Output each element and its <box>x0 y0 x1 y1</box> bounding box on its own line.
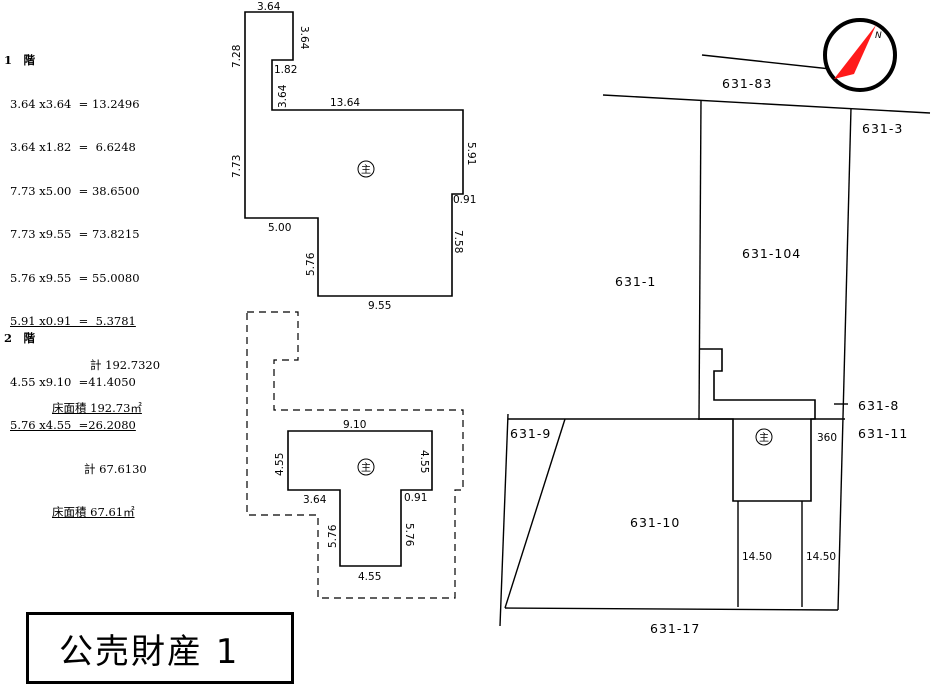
property-title-text: 公売財産 1 <box>59 631 240 672</box>
lot-631-104-left <box>698 99 702 421</box>
p1-dim-top: 3.64 <box>257 1 281 13</box>
site-dim-left-width: 14.50 <box>742 551 772 563</box>
p1-dim-right-lower: 7.58 <box>452 230 464 253</box>
lot-631-17: 631-17 <box>650 621 700 636</box>
p1-dim-bottom: 9.55 <box>368 300 391 312</box>
p1-dim-inner-lower: 5.76 <box>305 252 317 276</box>
floor2-area: 床面積 67.61㎡ <box>52 505 135 519</box>
floor1-line-4: 7.73 x9.55 = 73.8215 <box>10 227 140 241</box>
site-dim-setback: 360 <box>817 432 837 444</box>
floor1-area: 床面積 192.73㎡ <box>52 401 142 415</box>
p1-dim-left-upper: 7.28 <box>231 45 243 68</box>
p1-dim-bottom-step: 5.00 <box>268 222 291 234</box>
p2-dim-right: 4.55 <box>418 450 430 473</box>
site-main-symbol-circle <box>755 428 773 446</box>
p1-main-symbol: 主 <box>361 164 371 176</box>
floor2-ghost-outline <box>246 311 464 599</box>
floor2-calculation: 2 階 4.55 x9.10 =41.4050 5.76 x4.55 =26.2… <box>4 302 147 534</box>
site-line-631-83-lower <box>602 94 931 114</box>
p1-dim-inner-step: 3.64 <box>277 84 289 108</box>
floor2-line-2: 5.76 x4.55 =26.2080 <box>10 418 136 432</box>
site-dim-right-width: 14.50 <box>806 551 836 563</box>
floor1-total: 計 192.7320 <box>90 357 161 372</box>
lot-631-104: 631-104 <box>742 246 801 261</box>
compass-arrow <box>834 25 876 79</box>
floor2-line-1: 4.55 x9.10 =41.4050 <box>10 374 136 389</box>
floor1-outline <box>244 11 464 297</box>
floor1-line-1: 3.64 x3.64 = 13.2496 <box>10 96 140 111</box>
lot-631-104-right <box>837 107 852 611</box>
site-main-symbol: 主 <box>759 432 769 444</box>
lot-631-1: 631-1 <box>615 274 656 289</box>
lot-631-11: 631-11 <box>858 426 908 441</box>
floor2-total: 計 67.6130 <box>84 461 147 476</box>
lot-boundary-bottom <box>504 607 839 611</box>
p2-dim-left: 4.55 <box>274 453 286 476</box>
lot-631-10-left <box>499 413 509 627</box>
lot-631-8: 631-8 <box>858 398 899 413</box>
p1-dim-top-long: 13.64 <box>330 97 360 109</box>
site-line-631-83-upper <box>701 54 841 71</box>
p2-dim-step-right: 0.91 <box>404 492 427 504</box>
p1-dim-notch-width: 1.82 <box>274 64 297 76</box>
p2-dim-bottom: 4.55 <box>358 571 381 583</box>
lot-631-3: 631-3 <box>862 121 903 136</box>
p1-dim-left-lower: 7.73 <box>231 155 243 178</box>
p2-main-symbol: 主 <box>361 462 371 474</box>
floor2-heading: 2 階 <box>4 331 36 345</box>
property-title: 公売財産 1 <box>26 612 294 684</box>
floor1-line-2: 3.64 x1.82 = 6.6248 <box>10 140 136 154</box>
floor1-heading: 1 階 <box>4 53 36 67</box>
compass-north-label: N <box>875 31 882 41</box>
lot-631-83: 631-83 <box>722 76 772 91</box>
lot-631-10: 631-10 <box>630 515 680 530</box>
lot-631-9-diagonal <box>504 418 566 609</box>
floor1-line-6: 5.91 x0.91 = 5.3781 <box>10 314 136 328</box>
p2-dim-top: 9.10 <box>343 419 366 431</box>
p1-dim-right-step: 0.91 <box>453 194 476 206</box>
site-plan <box>499 54 931 627</box>
p2-dim-stem-right: 5.76 <box>403 523 415 547</box>
p1-dim-right-notch: 3.64 <box>298 26 310 50</box>
p1-dim-right-upper: 5.91 <box>465 142 477 165</box>
p1-main-symbol-circle <box>357 160 375 178</box>
p2-dim-step-left: 3.64 <box>303 494 327 506</box>
p2-dim-stem-left: 5.76 <box>327 524 339 548</box>
lot-631-9: 631-9 <box>510 426 551 441</box>
compass-icon: N <box>823 18 897 92</box>
floor1-line-5: 5.76 x9.55 = 55.0080 <box>10 270 140 285</box>
floor2-outline <box>287 430 433 567</box>
floor1-line-3: 7.73 x5.00 = 38.6500 <box>10 183 140 198</box>
p2-main-symbol-circle <box>357 458 375 476</box>
site-building-outline <box>700 348 816 502</box>
floor1-calculation: 1 階 3.64 x3.64 = 13.2496 3.64 x1.82 = 6.… <box>4 24 160 430</box>
